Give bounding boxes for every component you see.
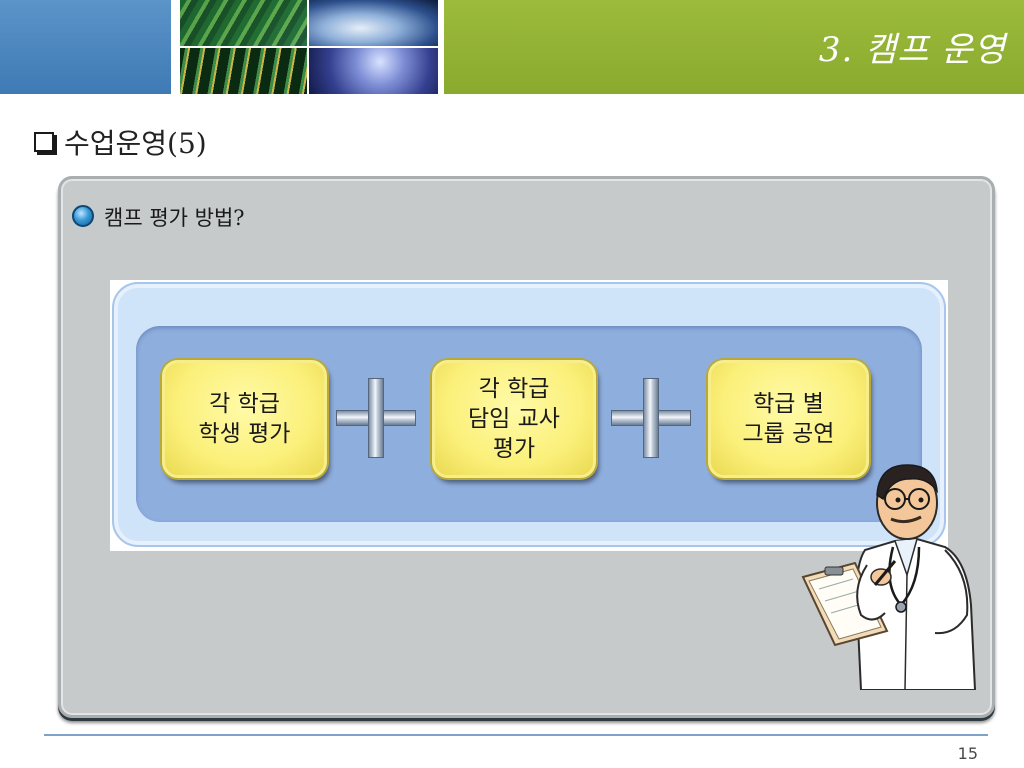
doctor-clipboard-icon [801,464,977,690]
section-title: 수업운영(5) [64,127,207,160]
section-heading: 수업운영(5) [34,122,207,162]
collage-tile-circuit [180,0,308,47]
collage-tile-lens [309,48,438,94]
evaluation-box-student: 각 학급 학생 평가 [162,360,327,478]
slide-title: 3. 캠프 운영 [818,30,1006,70]
footer-divider [44,734,988,736]
header-gap [171,0,180,94]
checkbox-bullet-icon [34,132,54,152]
evaluation-box-label: 각 학급 담임 교사 평가 [468,376,560,462]
evaluation-box-label: 학급 별 그룹 공연 [742,391,835,447]
collage-tile-keyboard [180,48,308,94]
bullet-text: 캠프 평가 방법? [104,206,245,230]
page-number: 15 [957,744,978,763]
plus-icon [611,378,691,458]
evaluation-box-label: 각 학급 학생 평가 [198,391,291,447]
header-green-block: 3. 캠프 운영 [444,0,1024,94]
round-bullet-icon [72,205,94,227]
header-blue-block [0,0,171,94]
header-photo-collage [180,0,438,94]
header-gap [438,0,444,94]
plus-icon [336,378,416,458]
collage-divider-horizontal [180,46,438,48]
collage-tile-disc [309,0,438,47]
evaluation-box-teacher: 각 학급 담임 교사 평가 [432,360,596,478]
evaluation-box-performance: 학급 별 그룹 공연 [708,360,869,478]
